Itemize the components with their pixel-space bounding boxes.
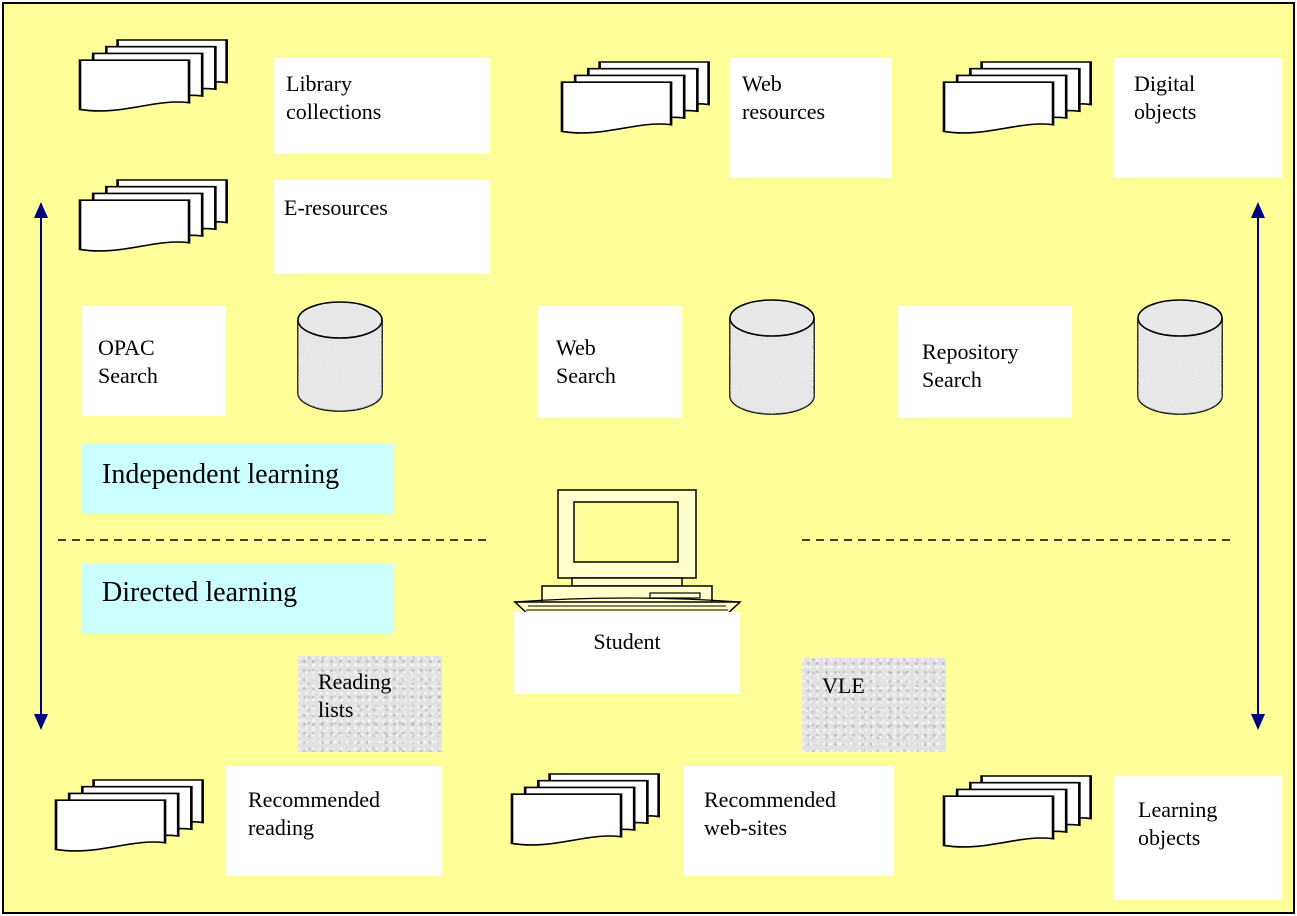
document-stack-icon-learning-objects bbox=[942, 774, 1092, 849]
label-web-search: Web Search bbox=[538, 306, 682, 418]
computer-icon bbox=[513, 489, 742, 617]
database-cylinder-icon-repository bbox=[1137, 299, 1223, 415]
label-learning-objects: Learning objects bbox=[1114, 776, 1282, 900]
label-recommended-reading: Recommended reading bbox=[226, 766, 442, 876]
label-library-collections: Library collections bbox=[274, 58, 490, 154]
label-digital-objects: Digital objects bbox=[1114, 58, 1282, 178]
double-arrow-left bbox=[34, 202, 48, 730]
document-stack-icon-web bbox=[560, 60, 710, 135]
database-cylinder-icon-web bbox=[729, 299, 815, 415]
label-recommended-websites: Recommended web-sites bbox=[684, 766, 894, 876]
double-arrow-right bbox=[1251, 202, 1265, 730]
document-stack-icon-recommended-reading bbox=[54, 778, 204, 853]
document-stack-icon-library bbox=[78, 38, 228, 113]
document-stack-icon-eresources bbox=[78, 178, 228, 253]
database-cylinder-icon-opac bbox=[297, 301, 383, 412]
label-student: Student bbox=[514, 612, 740, 694]
label-directed-learning: Directed learning bbox=[82, 564, 394, 634]
document-stack-icon-digital bbox=[942, 60, 1092, 135]
label-reading-lists: Reading lists bbox=[298, 656, 442, 752]
label-vle: VLE bbox=[802, 658, 946, 752]
label-independent-learning: Independent learning bbox=[82, 444, 394, 514]
label-e-resources: E-resources bbox=[274, 180, 490, 274]
label-opac-search: OPAC Search bbox=[82, 306, 226, 416]
document-stack-icon-recommended-websites bbox=[510, 772, 660, 847]
label-repository-search: Repository Search bbox=[898, 306, 1072, 418]
label-web-resources: Web resources bbox=[730, 58, 892, 178]
